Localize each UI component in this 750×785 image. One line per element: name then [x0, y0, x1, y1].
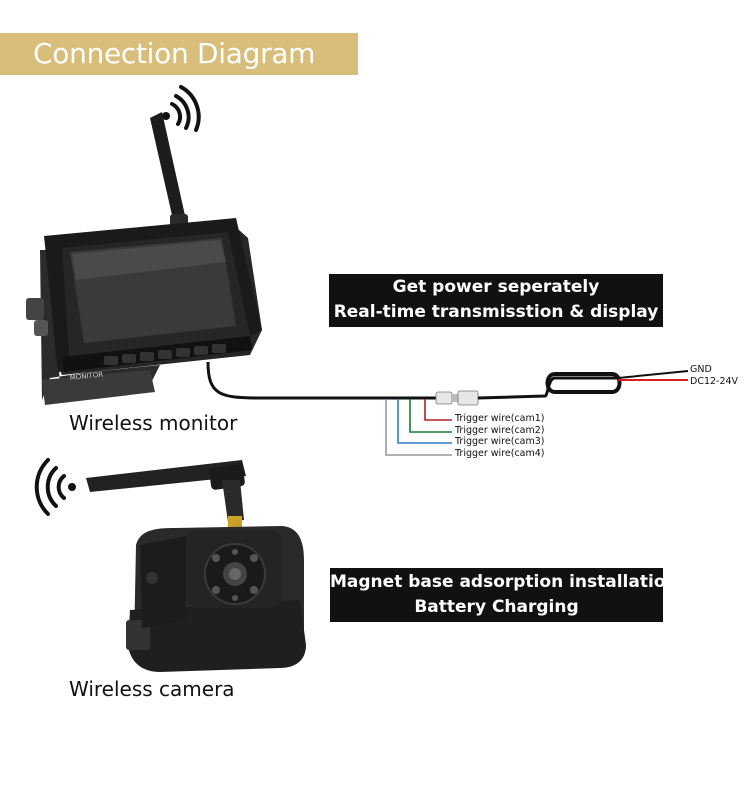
monitor-device: [26, 218, 262, 405]
dc-label: DC12-24V: [690, 376, 739, 387]
wifi-signal-icon: [34, 458, 76, 516]
trigger-label-cam2: Trigger wire(cam2): [455, 425, 545, 436]
trigger-wire-cam3: [397, 399, 452, 444]
trigger-label-cam1: Trigger wire(cam1): [455, 413, 545, 424]
fuse-loop: [545, 372, 622, 394]
magnet-info-line2: Battery Charging: [414, 597, 579, 617]
trigger-wire-cam1: [424, 399, 452, 421]
wifi-signal-icon: [162, 85, 201, 132]
power-cable: [206, 361, 438, 400]
page-title: Connection Diagram: [33, 37, 316, 70]
trigger-wires: [385, 399, 452, 456]
gnd-wire: [617, 370, 689, 379]
power-info-line1: Get power seperately: [392, 277, 600, 297]
cable-connector: [435, 390, 479, 406]
magnet-info-line1: Magnet base adsorption installation: [330, 572, 678, 592]
power-info-line2: Real-time transmisstion & display: [333, 302, 659, 322]
trigger-label-cam3: Trigger wire(cam3): [455, 436, 545, 447]
title-banner: Connection Diagram: [0, 33, 358, 75]
monitor-label: Wireless monitor: [69, 411, 238, 435]
magnet-info-box: Magnet base adsorption installation Batt…: [330, 568, 678, 622]
camera-device: [126, 526, 306, 672]
trigger-wire-cam4: [385, 399, 452, 456]
camera-label: Wireless camera: [69, 677, 235, 701]
monitor-antenna: [150, 112, 188, 230]
gnd-label: GND: [690, 364, 712, 375]
monitor-brand-label: MONITOR: [69, 371, 103, 382]
trigger-label-cam4: Trigger wire(cam4): [455, 448, 545, 459]
trigger-wire-cam2: [409, 399, 452, 433]
power-info-box: Get power seperately Real-time transmiss…: [329, 274, 663, 327]
camera-antenna: [86, 460, 246, 530]
